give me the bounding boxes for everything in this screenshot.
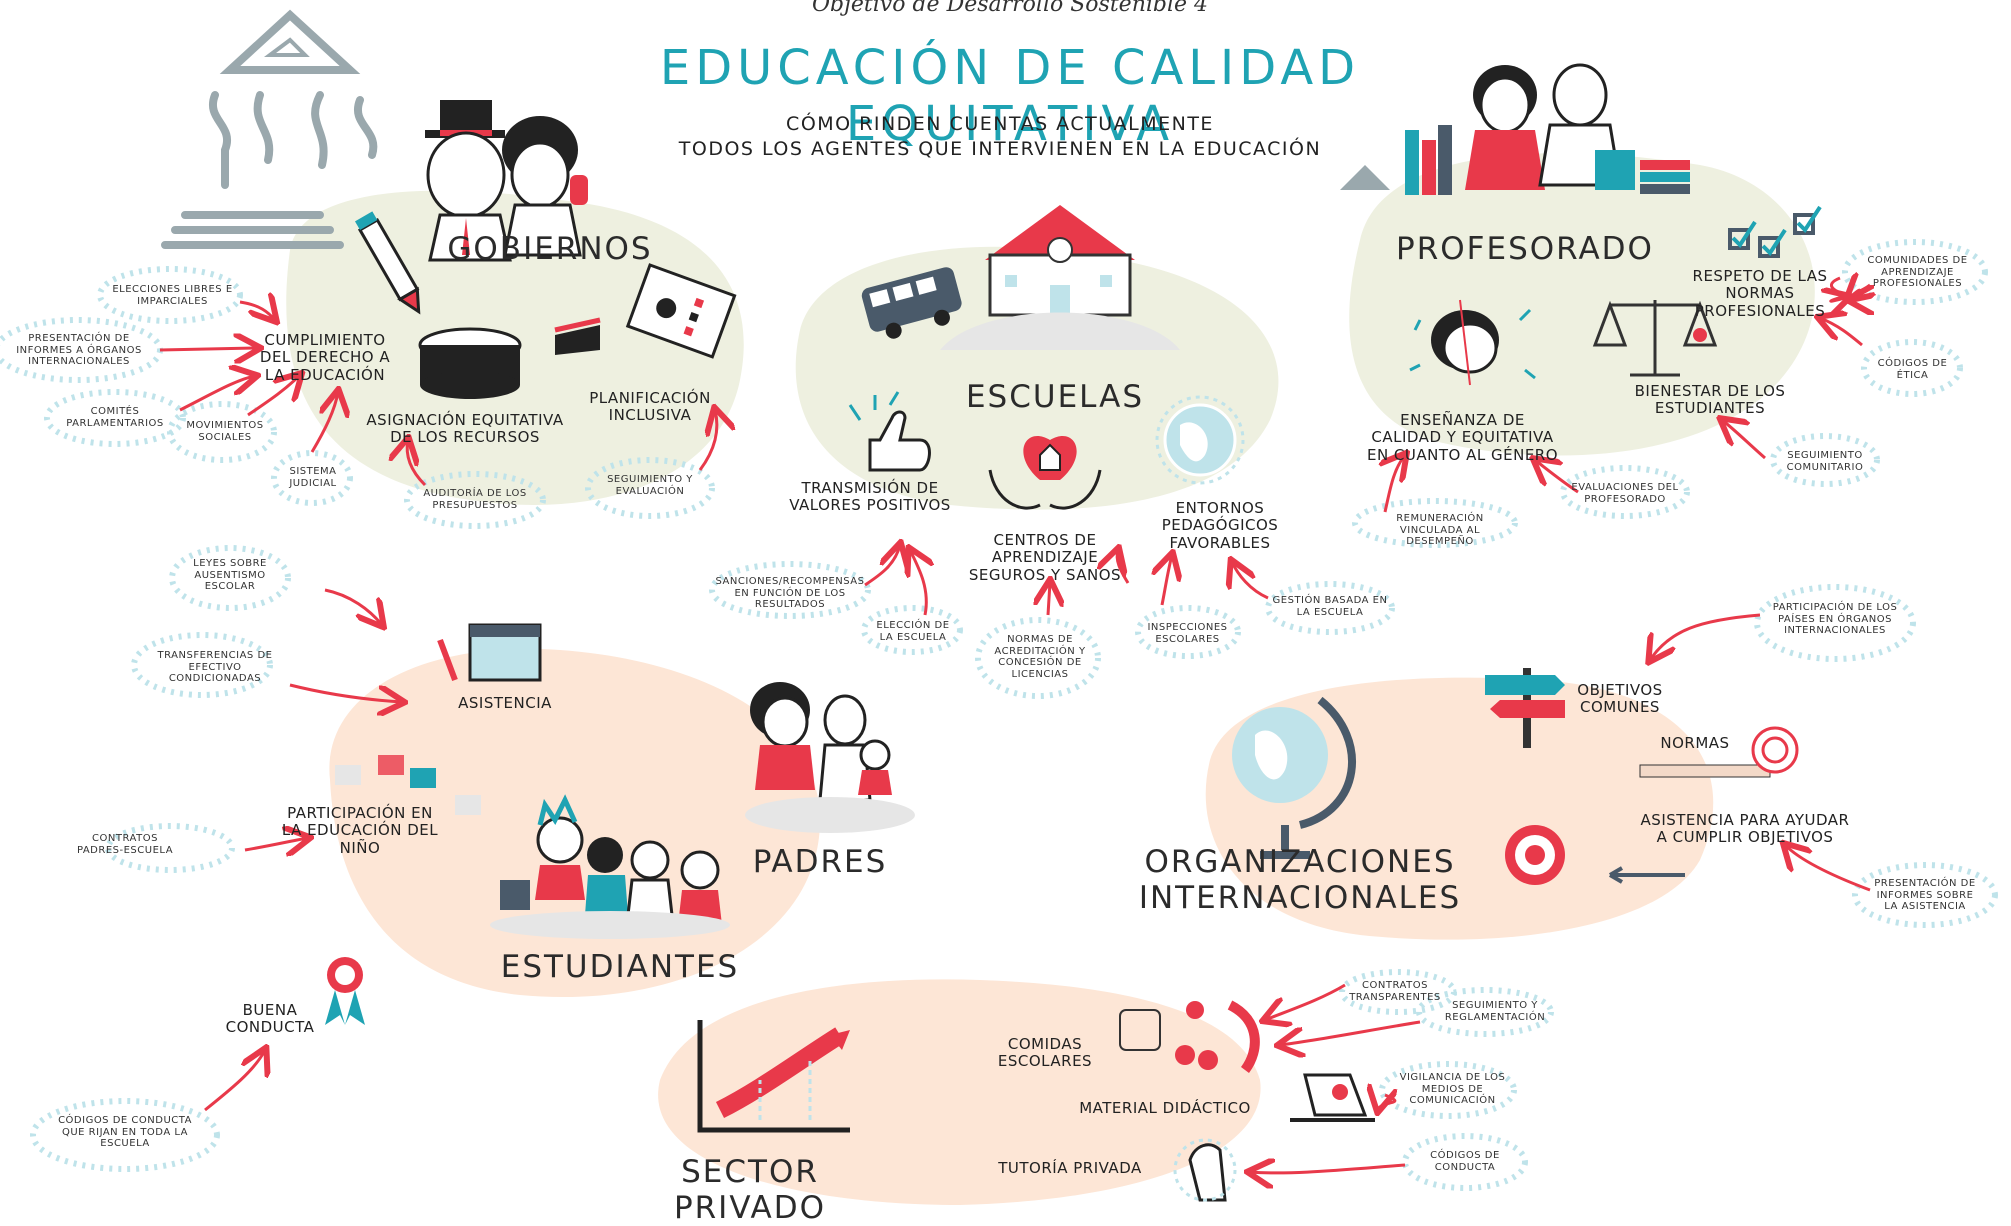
profesorado-heading: PROFESORADO: [1396, 231, 1654, 267]
laptop-icon: [1290, 1073, 1375, 1122]
escuelas-entornos: ENTORNOS PEDAGÓGICOS FAVORABLES: [1161, 499, 1279, 552]
escuelas-inspecciones: INSPECCIONES ESCOLARES: [1147, 622, 1228, 645]
teacher-figures-icon: [1340, 63, 1690, 195]
sector-privado-material: MATERIAL DIDÁCTICO: [1079, 1099, 1251, 1117]
escuelas-gestion: GESTIÓN BASADA en la ESCUELA: [1272, 595, 1388, 618]
profesorado-codigos-etica: CÓDIGOS de ÉTICA: [1877, 358, 1948, 381]
target-icon: [1505, 825, 1685, 885]
profesorado-remuneracion: REMUNERACIÓN VINCULADA al DESEMPEÑO: [1396, 513, 1484, 547]
gobiernos-presentacion: PRESENTACIÓN DE INFORMES A ÓRGANOS INTER…: [16, 333, 142, 367]
sector-privado-seguimiento: SEGUIMIENTO y REGLAMENTACIÓN: [1444, 1000, 1546, 1023]
gobiernos-planificacion: PLANIFICACIÓN INCLUSIVA: [589, 389, 711, 425]
bus-icon: [861, 267, 962, 339]
escuelas-normas: NORMAS de ACREDITACIÓN y CONCESIÓN de LI…: [994, 634, 1086, 680]
balance-scale-icon: [1592, 300, 1718, 377]
profesorado-comunidades: COMUNIDADES de APRENDIZAJE PROFESIONALES: [1867, 255, 1968, 289]
subtitle: CÓMO RINDEN CUENTAS ACTUALMENTE TODOS LO…: [640, 112, 1360, 161]
estudiantes-leyes: LEYES sobre AUSENTISMO ESCOLAR: [193, 558, 267, 592]
estudiantes-codigos-conducta: CÓDIGOS DE CONDUCTA QUE RIJAN en toda la…: [58, 1115, 192, 1149]
hands-heart-icon: [988, 435, 1102, 510]
estudiantes-participacion: PARTICIPACIÓN en la EDUCACIÓN del NIÑO: [281, 804, 439, 857]
pencil-icon: [355, 211, 421, 315]
organizaciones-blob: [1205, 677, 1714, 940]
estudiantes-transferencias: TRANSFERENCIAS DE EFECTIVO CONDICIONADAS: [157, 650, 273, 684]
organizaciones-heading: ORGANIZACIONES INTERNACIONALES: [1138, 844, 1462, 916]
checkboxes-icon: [1728, 205, 1822, 258]
profesorado-evaluaciones: EVALUACIONES del PROFESORADO: [1571, 482, 1679, 505]
profesorado-ensenanza: ENSEÑANZA de CALIDAD y EQUITATIVA en cua…: [1366, 411, 1559, 464]
estudiantes-buena-conducta: BUENA CONDUCTA: [225, 1001, 315, 1037]
connector-arrows: [159, 278, 1870, 1173]
calendar-icon: [437, 623, 542, 682]
profesorado-bienestar: BIENESTAR de los ESTUDIANTES: [1634, 382, 1786, 418]
gobiernos-asignacion: ASIGNACIÓN EQUITATIVA DE LOS RECURSOS: [366, 411, 564, 447]
thumbs-up-icon: [848, 391, 931, 472]
tape-measure-icon: [1639, 726, 1799, 778]
gobiernos-elecciones: ELECCIONES LIBRES E IMPARCIALES: [112, 284, 233, 307]
organizaciones-normas: NORMAS: [1660, 734, 1730, 752]
governor-figures-icon: [425, 100, 588, 262]
profesorado-respeto: RESPETO de las NORMAS PROFESIONALES: [1692, 267, 1828, 320]
escuelas-transmision: Transmisión de VALORES POSITIVOS: [789, 479, 951, 515]
students-group-icon: [490, 794, 730, 939]
puzzle-pieces-icon: [335, 755, 481, 815]
profesorado-seguimiento-comunitario: SEGUIMIENTO COMUNITARIO: [1786, 450, 1864, 473]
organizaciones-asistencia: ASISTENCIA para AYUDAR a CUMPLIR OBJETIV…: [1640, 811, 1850, 847]
planning-document-icon: [625, 263, 737, 359]
padres-heading: PADRES: [752, 844, 888, 880]
gobiernos-seguimiento: SEGUIMIENTO y EVALUACIÓN: [607, 474, 693, 497]
gobiernos-comites: COMITÉS PARLAMENTARIOS: [66, 406, 164, 429]
subtitle-line-1: CÓMO RINDEN CUENTAS ACTUALMENTE: [786, 113, 1214, 135]
sector-privado-contratos: CONTRATOS TRANSPARENTES: [1349, 980, 1441, 1003]
globe-favorable-icon: [1155, 395, 1245, 485]
gobiernos-auditoria: AUDITORÍA de los PRESUPUESTOS: [423, 488, 527, 511]
signpost-icon: [1485, 668, 1565, 748]
organizaciones-objetivos: OBJETIVOS COMUNES: [1577, 681, 1663, 717]
supertitle: Objetivo de Desarrollo Sostenible 4: [811, 0, 1209, 17]
sector-privado-blob: [658, 979, 1261, 1205]
subtitle-line-2: TODOS LOS AGENTES QUE INTERVIENEN EN LA …: [678, 137, 1322, 160]
organizaciones-participacion: PARTICIPACIÓN de los PAÍSES en ÓRGANOS I…: [1772, 602, 1898, 636]
gobiernos-movimientos: MOVIMIENTOS SOCIALES: [186, 420, 264, 443]
escuelas-centros: CENTROS de APRENDIZAJE SEGUROS y SANOS: [968, 531, 1122, 584]
world-globe-icon: [1232, 696, 1356, 859]
parents-family-icon: [745, 682, 915, 833]
estudiantes-heading: ESTUDIANTES: [500, 949, 740, 985]
sector-privado-vigilancia: VIGILANCIA de los MEDIOS de COMUNICACIÓN: [1399, 1072, 1506, 1106]
inspired-face-icon: [1409, 299, 1536, 386]
gobiernos-cumplimiento: CUMPLIMIENTO del DERECHO a la EDUCACIÓN: [259, 331, 391, 384]
helping-hand-icon: [1173, 1138, 1237, 1202]
school-building-icon: [940, 205, 1180, 350]
sector-privado-codigos: CÓDIGOS de CONDUCTA: [1430, 1150, 1500, 1173]
profesorado-blob: [1349, 153, 1815, 456]
sector-privado-tutoria: TUTORÍA PRIVADA: [998, 1159, 1142, 1177]
institution-icon: [161, 9, 378, 249]
escuelas-eleccion: ELECCIÓN de la ESCUELA: [876, 620, 950, 643]
cake-icon: [418, 317, 601, 399]
growth-chart-icon: [697, 1020, 850, 1133]
gobiernos-sistema: SISTEMA JUDICIAL: [289, 466, 337, 489]
estudiantes-asistencia: ASISTENCIA: [458, 694, 552, 712]
sector-privado-comidas: COMIDAS ESCOLARES: [997, 1035, 1093, 1071]
page-title: EDUCACIÓN DE CALIDAD EQUITATIVA: [659, 40, 1361, 152]
sector-privado-heading: SECTOR PRIVADO: [673, 1154, 827, 1226]
school-meal-icon: [1119, 1000, 1260, 1073]
organizaciones-presentacion: PRESENTACIÓN de INFORMES sobre la ASISTE…: [1874, 878, 1976, 912]
estudiantes-contratos: CONTRATOS PADRES-ESCUELA: [76, 833, 174, 856]
escuelas-heading: ESCUELAS: [965, 379, 1145, 415]
merit-rosette-icon: [325, 957, 365, 1025]
gobiernos-heading: GOBIERNOS: [447, 231, 653, 267]
escuelas-sanciones: SANCIONES/RECOMPENSAS EN FUNCIÓN de los …: [715, 576, 865, 610]
